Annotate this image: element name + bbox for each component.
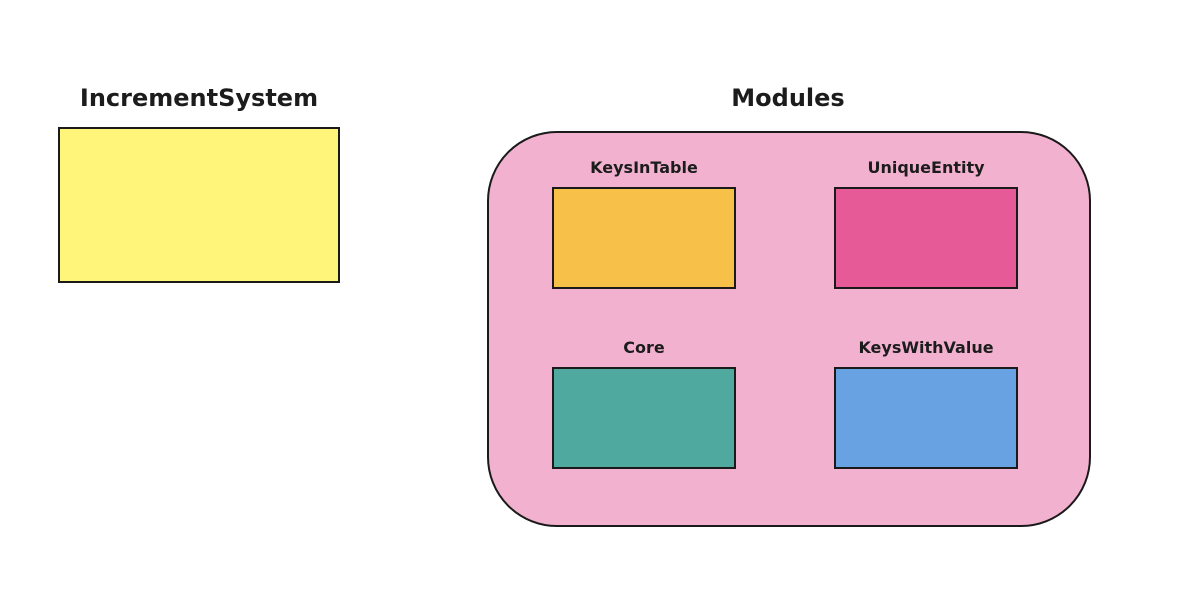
- module-box-keysintable[interactable]: [552, 187, 736, 289]
- module-label-keysintable: KeysInTable: [590, 158, 698, 177]
- increment-system-box[interactable]: [58, 127, 340, 283]
- module-box-keyswithvalue[interactable]: [834, 367, 1018, 469]
- module-label-keyswithvalue: KeysWithValue: [858, 338, 994, 357]
- modules-title: Modules: [731, 84, 845, 112]
- module-label-core: Core: [623, 338, 665, 357]
- module-label-uniqueentity: UniqueEntity: [867, 158, 985, 177]
- module-box-uniqueentity[interactable]: [834, 187, 1018, 289]
- module-box-core[interactable]: [552, 367, 736, 469]
- increment-system-title: IncrementSystem: [79, 84, 319, 112]
